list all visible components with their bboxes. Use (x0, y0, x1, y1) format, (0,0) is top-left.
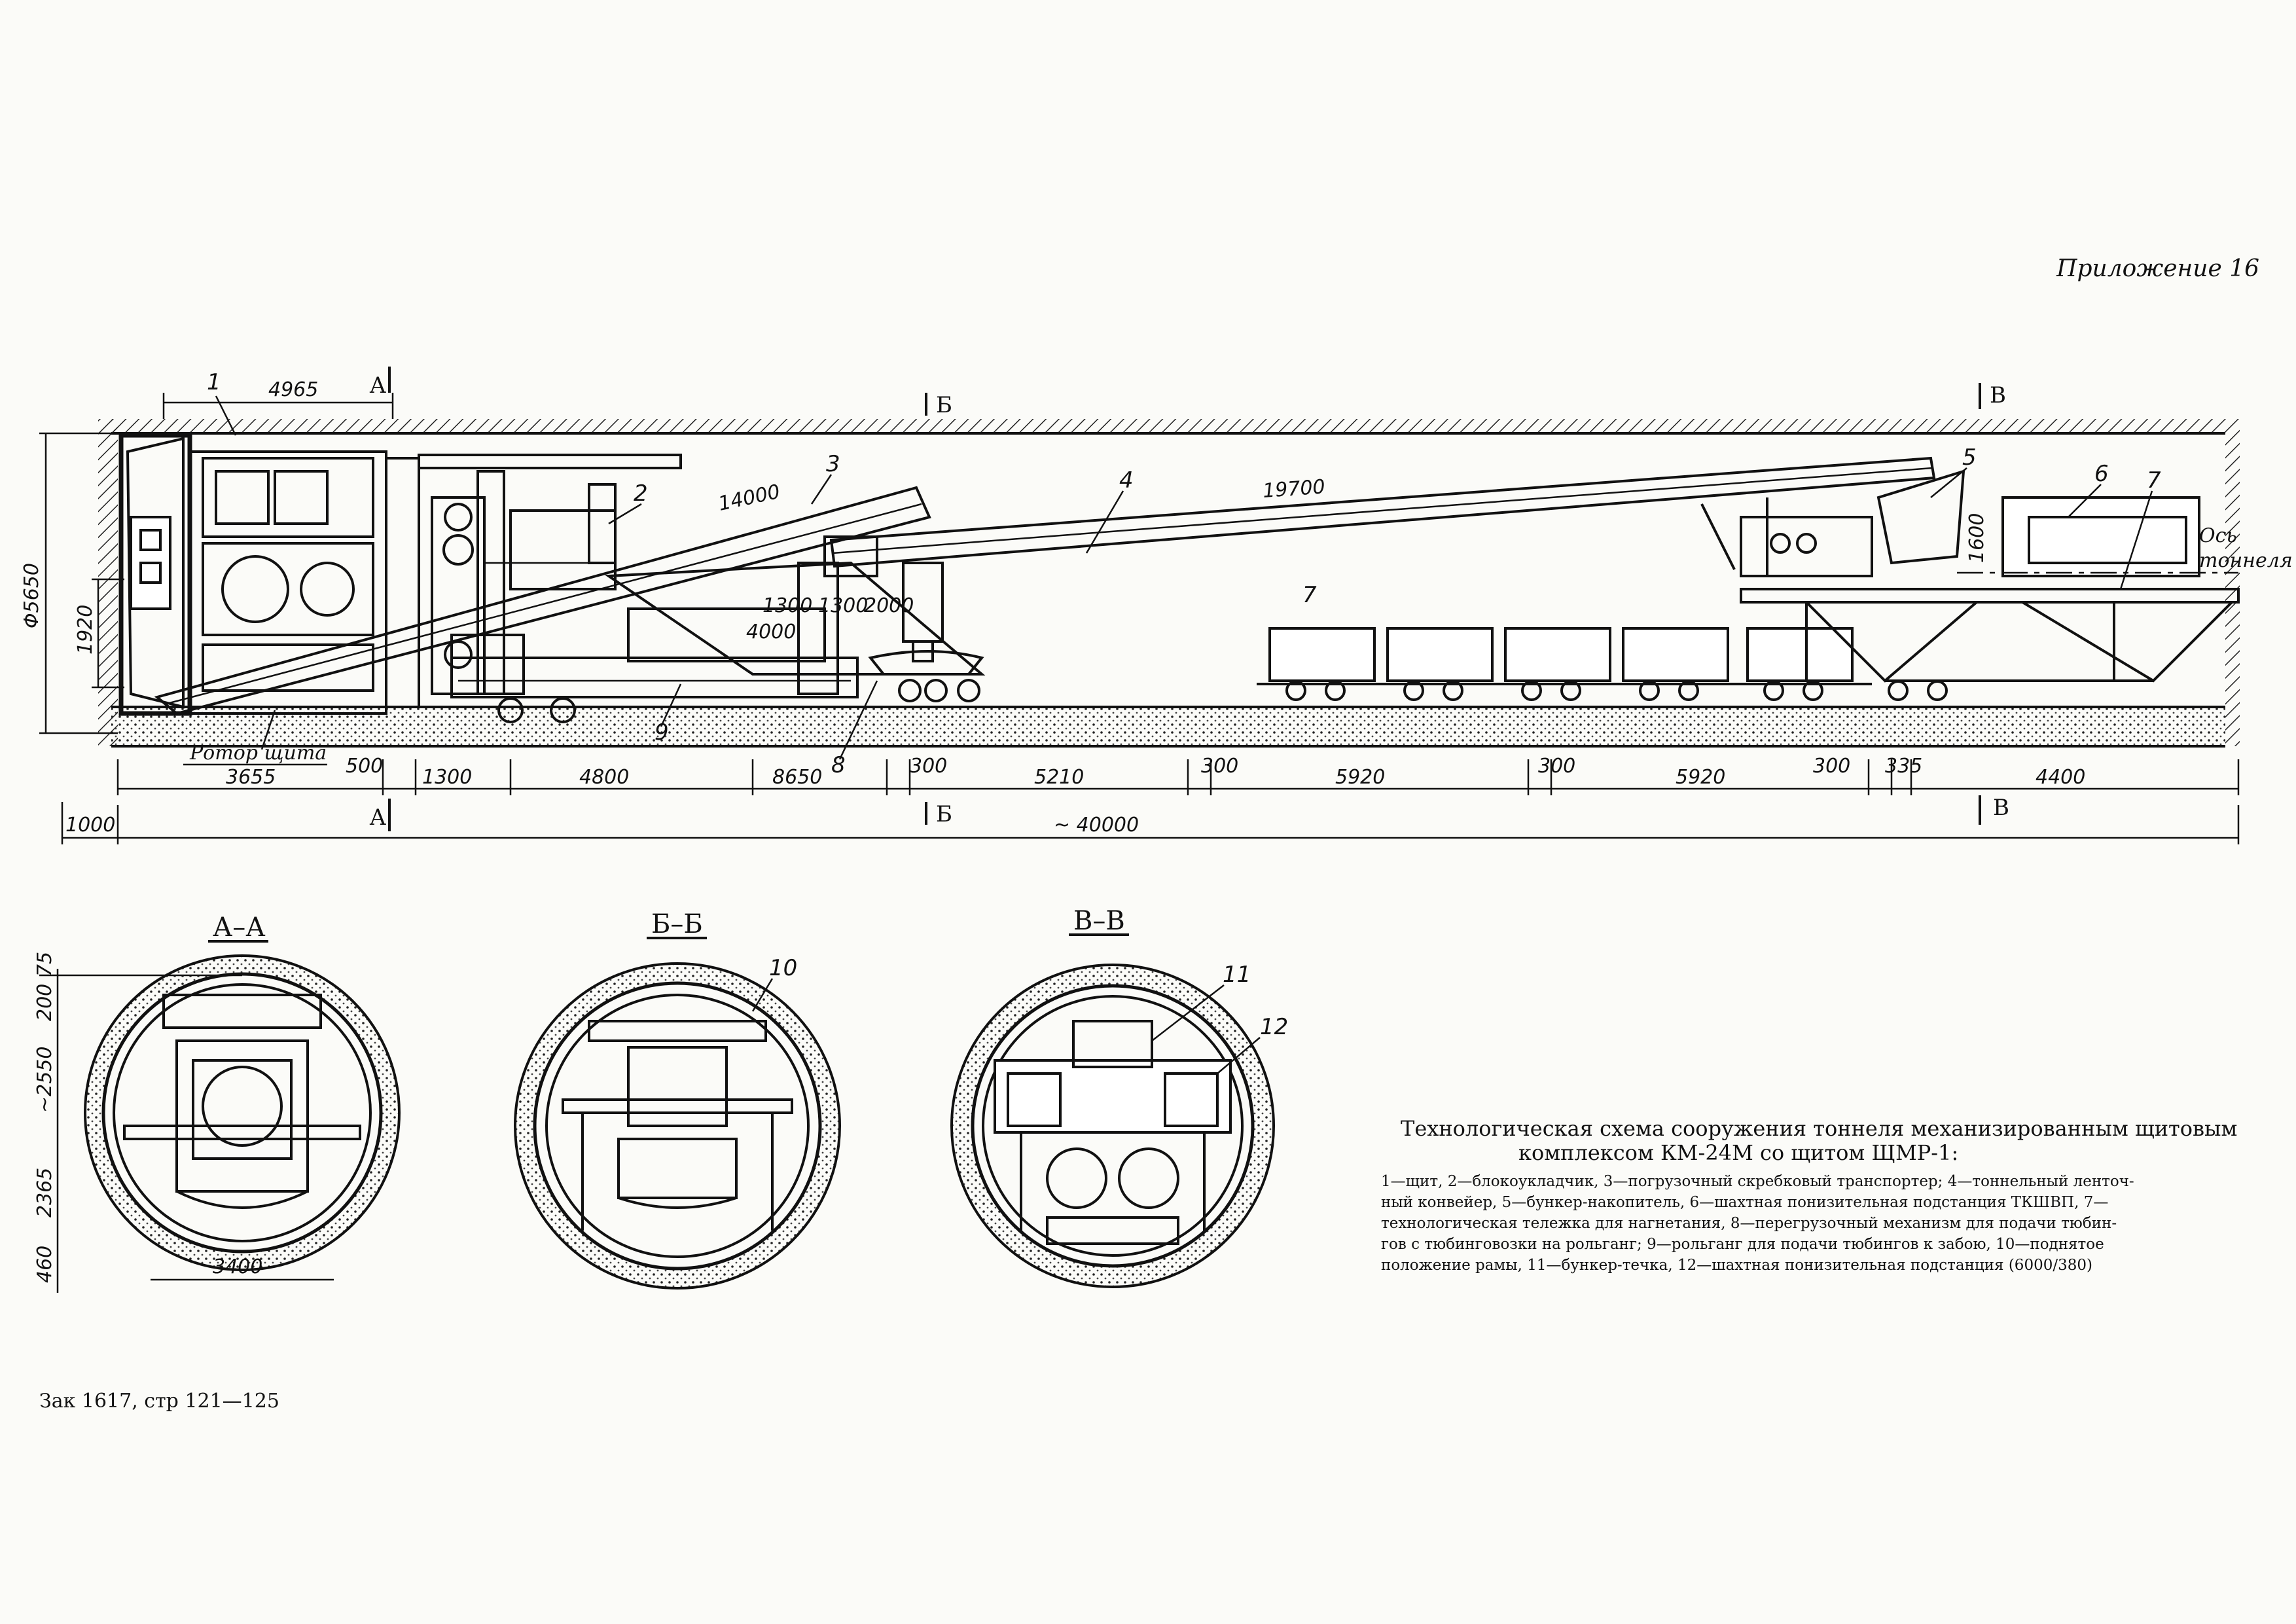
part-number-2: 2 (634, 480, 648, 507)
dim-1000: 1000 (65, 814, 115, 837)
part-number-8: 8 (831, 752, 846, 778)
part-number-12: 12 (1260, 1014, 1288, 1040)
dim-1300-a: 1300 (762, 594, 812, 617)
dim-aa-2365: 2365 (33, 1168, 56, 1218)
dim-bottom-1300: 1300 (422, 766, 472, 789)
part-number-1: 1 (207, 369, 221, 395)
dim-aa-460: 460 (33, 1246, 56, 1283)
dim-14000: 14000 (716, 480, 782, 516)
dim-total-40000: ~ 40000 (1054, 814, 1139, 837)
footer-order-ref: Зак 1617, стр 121—125 (39, 1390, 279, 1413)
part-number-9: 9 (655, 719, 669, 746)
caption-body-line1: 1—щит, 2—блокоукладчик, 3—погрузочный ск… (1381, 1173, 2134, 1190)
dim-aa-200: 200 (33, 984, 56, 1021)
section-vv-title: В–В (1073, 906, 1125, 936)
dim-bottom-8650: 8650 (772, 766, 822, 789)
roof-ground (111, 419, 2225, 433)
section-vv: В–В 11 12 (950, 906, 1288, 1288)
dim-aa-3400: 3400 (213, 1255, 262, 1278)
dim-19700: 19700 (1262, 475, 1326, 503)
section-mark-b-bottom: Б (936, 801, 952, 827)
dim-bottom-4400: 4400 (2036, 766, 2085, 789)
part-number-7-platform: 7 (2147, 467, 2161, 494)
axis-label-line1: Ось (2199, 524, 2237, 547)
dim-bottom-4800: 4800 (579, 766, 629, 789)
belt-conveyor (823, 456, 1936, 577)
section-mark-a-top: A (369, 372, 386, 399)
dimensions-longitudinal: 4965 14000 19700 1600 1300 1300 2000 400… (20, 378, 2240, 844)
dim-bottom-335: 335 (1885, 755, 1922, 778)
section-mark-a-bottom: A (369, 804, 386, 831)
caption-title-line1: Технологическая схема сооружения тоннеля… (1401, 1116, 2237, 1141)
transfer-mechanism (868, 650, 984, 702)
dim-bottom-300-b: 300 (1201, 755, 1238, 778)
caption-body-line2: ный конвейер, 5—бункер-накопитель, 6—шах… (1381, 1194, 2108, 1211)
dim-bottom-300-a: 300 (910, 755, 947, 778)
dim-bottom-300-c: 300 (1538, 755, 1575, 778)
injection-cart (450, 561, 986, 698)
part-number-11: 11 (1223, 962, 1251, 988)
section-mark-v-top: B (1990, 382, 2006, 408)
longitudinal-section: 1 2 3 4 5 6 7 7 8 9 Ротор щита Ось тонне… (98, 367, 2293, 831)
part-number-6: 6 (2094, 461, 2109, 487)
dim-bottom-3655: 3655 (226, 766, 276, 789)
appendix-label: Приложение 16 (2056, 255, 2259, 282)
part-number-10: 10 (769, 955, 797, 981)
dim-2000: 2000 (864, 594, 914, 617)
floor-ground (111, 707, 2225, 746)
section-mark-b-top: Б (936, 392, 952, 418)
part-number-5: 5 (1962, 444, 1977, 471)
dim-bottom-5920-b: 5920 (1676, 766, 1725, 789)
dim-1920: 1920 (74, 605, 97, 655)
dim-4000: 4000 (746, 621, 796, 643)
part-number-4: 4 (1119, 467, 1134, 494)
caption-title-line2: комплексом КМ-24М со щитом ЩМР-1: (1518, 1140, 1958, 1165)
tunnel-face (98, 419, 118, 746)
section-bb-title: Б–Б (651, 909, 703, 939)
caption-body-line3: технологическая тележка для нагнетания, … (1381, 1215, 2117, 1232)
section-bb: Б–Б 10 (514, 909, 841, 1290)
part-number-3: 3 (826, 451, 840, 477)
section-aa-title: А–А (213, 912, 266, 943)
dim-bottom-500: 500 (346, 755, 383, 778)
section-mark-v-bottom: B (1993, 795, 2009, 821)
caption-body-line4: гов с тюбинговозки на рольганг; 9—рольга… (1381, 1236, 2104, 1253)
rotor-label: Ротор щита (189, 742, 327, 765)
dim-bottom-5920-a: 5920 (1335, 766, 1385, 789)
dim-bottom-5210: 5210 (1034, 766, 1084, 789)
block-erector (418, 454, 682, 723)
caption-body-line5: положение рамы, 11—бункер-течка, 12—шахт… (1381, 1257, 2092, 1274)
dim-aa-2550: ~2550 (33, 1047, 56, 1113)
dim-diameter-5650: Φ5650 (20, 563, 43, 628)
part-number-7-cars: 7 (1302, 582, 1317, 608)
scraper-transporter (154, 486, 931, 715)
bunker-and-substation (1740, 469, 2240, 701)
dim-4965: 4965 (268, 378, 318, 401)
dim-1300-b: 1300 (818, 594, 868, 617)
tubing-cars (1257, 627, 1872, 701)
tunnel-end-wall (2225, 419, 2240, 746)
shield (118, 433, 420, 716)
caption: Технологическая схема сооружения тоннеля… (1381, 1116, 2237, 1274)
dim-bottom-300-d: 300 (1813, 755, 1850, 778)
dim-1600: 1600 (1965, 513, 1988, 563)
section-aa: А–А 200 75 ~2550 2365 460 3400 (33, 912, 401, 1293)
axis-label-line2: тоннеля (2199, 549, 2293, 572)
dim-aa-75: 75 (33, 952, 56, 977)
